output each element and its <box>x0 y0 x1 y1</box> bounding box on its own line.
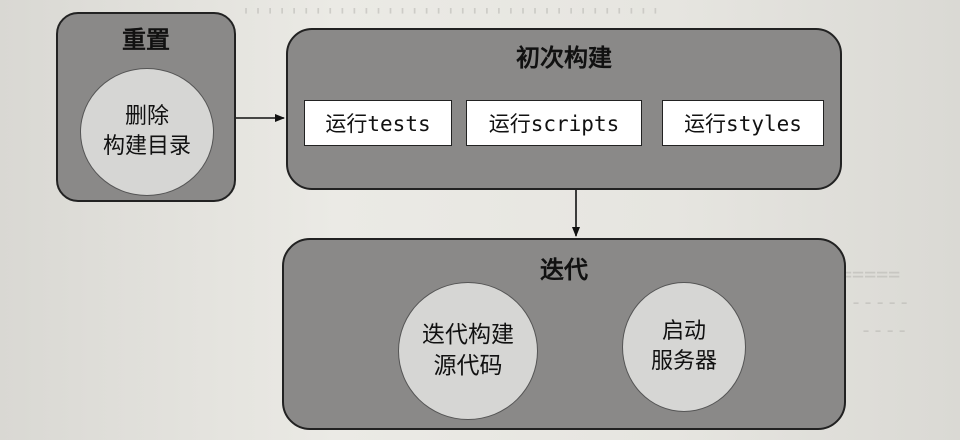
iterate-title: 迭代 <box>540 256 588 284</box>
reset-circle-line-2: 构建目录 <box>102 134 191 159</box>
iterate-circle-build-source: 迭代构建 源代码 <box>398 282 538 420</box>
task-run-styles-label: 运行styles <box>684 112 802 136</box>
iterate-circle-2-line-2: 服务器 <box>650 349 717 374</box>
bleed-through-text: ---- <box>860 318 909 342</box>
reset-circle: 删除 构建目录 <box>80 68 214 196</box>
bleed-through-text: ===== <box>840 262 901 286</box>
initial-build-panel: 初次构建 运行tests 运行scripts 运行styles <box>286 28 842 190</box>
reset-circle-line-1: 删除 <box>124 104 169 130</box>
iterate-circle-start-server: 启动 服务器 <box>622 282 746 412</box>
bleed-through-text: ----- <box>850 290 911 314</box>
bleed-through-text: ''''''''''''''''''''''''''''''''''' <box>240 4 662 28</box>
iterate-circle-2-line-1: 启动 <box>661 319 706 345</box>
initial-build-title: 初次构建 <box>516 44 612 72</box>
task-run-tests: 运行tests <box>304 100 452 146</box>
iterate-circle-1-line-2: 源代码 <box>433 353 503 379</box>
task-run-scripts-label: 运行scripts <box>488 112 620 136</box>
reset-panel: 重置 删除 构建目录 <box>56 12 236 202</box>
reset-title: 重置 <box>122 26 170 54</box>
iterate-circle-1-line-1: 迭代构建 <box>422 321 514 348</box>
iterate-panel: 迭代 迭代构建 源代码 启动 服务器 <box>282 238 846 430</box>
task-run-tests-label: 运行tests <box>325 112 431 136</box>
task-run-styles: 运行styles <box>662 100 824 146</box>
task-run-scripts: 运行scripts <box>466 100 642 146</box>
